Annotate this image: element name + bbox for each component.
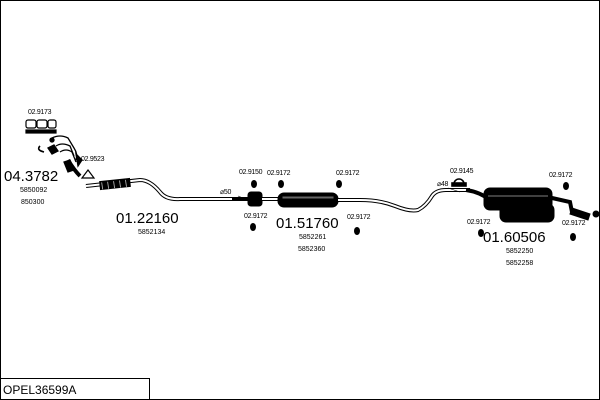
oem-number: 5850092 <box>20 187 48 194</box>
fitting-ref: 02.9172 <box>347 214 371 221</box>
clamp-icons <box>451 178 467 187</box>
gasket-set-icon <box>25 119 57 134</box>
oem-number: 5852258 <box>506 260 534 267</box>
model-code: OPEL36599A <box>3 383 77 397</box>
diameter-label: ⌀50 <box>220 189 232 196</box>
hanger-icon <box>563 182 569 190</box>
hanger-icon <box>278 180 284 188</box>
fitting-ref: 02.9523 <box>81 156 105 163</box>
hanger-icon <box>251 180 257 188</box>
intermediate-pipe <box>85 177 232 202</box>
hanger-icons <box>250 180 576 241</box>
fitting-ref: 02.9173 <box>28 109 52 116</box>
hanger-icon <box>336 180 342 188</box>
diameter-label: ⌀48 <box>437 181 449 188</box>
front-gasket-icon <box>80 169 96 179</box>
intermediate-pipe-part-number: 01.22160 <box>116 210 179 227</box>
rear-silencer <box>465 187 600 223</box>
fitting-ref: 02.9172 <box>562 220 586 227</box>
leader-lines <box>237 187 461 201</box>
oem-number: 5852250 <box>506 248 534 255</box>
fitting-ref: 02.9150 <box>239 169 263 176</box>
fitting-ref: 02.9145 <box>450 168 474 175</box>
rear-silencer-part-number: 01.60506 <box>483 229 546 246</box>
hanger-icon <box>250 223 256 231</box>
fitting-ref: 02.9172 <box>549 172 573 179</box>
model-code-box: OPEL36599A <box>0 378 150 399</box>
fitting-ref: 02.9172 <box>467 219 491 226</box>
fitting-ref: 02.9172 <box>267 170 291 177</box>
fitting-ref: 02.9172 <box>336 170 360 177</box>
oem-number: 5852134 <box>138 229 166 236</box>
front-pipe-manifold <box>37 135 83 178</box>
middle-silencer <box>232 188 470 213</box>
front-pipe-part-number: 04.3782 <box>4 168 59 185</box>
oem-number: 850300 <box>21 199 45 206</box>
hanger-icon <box>570 233 576 241</box>
oem-number: 5852360 <box>298 246 326 253</box>
fitting-ref: 02.9172 <box>244 213 268 220</box>
hanger-icon <box>354 227 360 235</box>
hanger-icon <box>478 229 484 237</box>
middle-silencer-part-number: 01.51760 <box>276 215 339 232</box>
oem-number: 5852261 <box>299 234 327 241</box>
